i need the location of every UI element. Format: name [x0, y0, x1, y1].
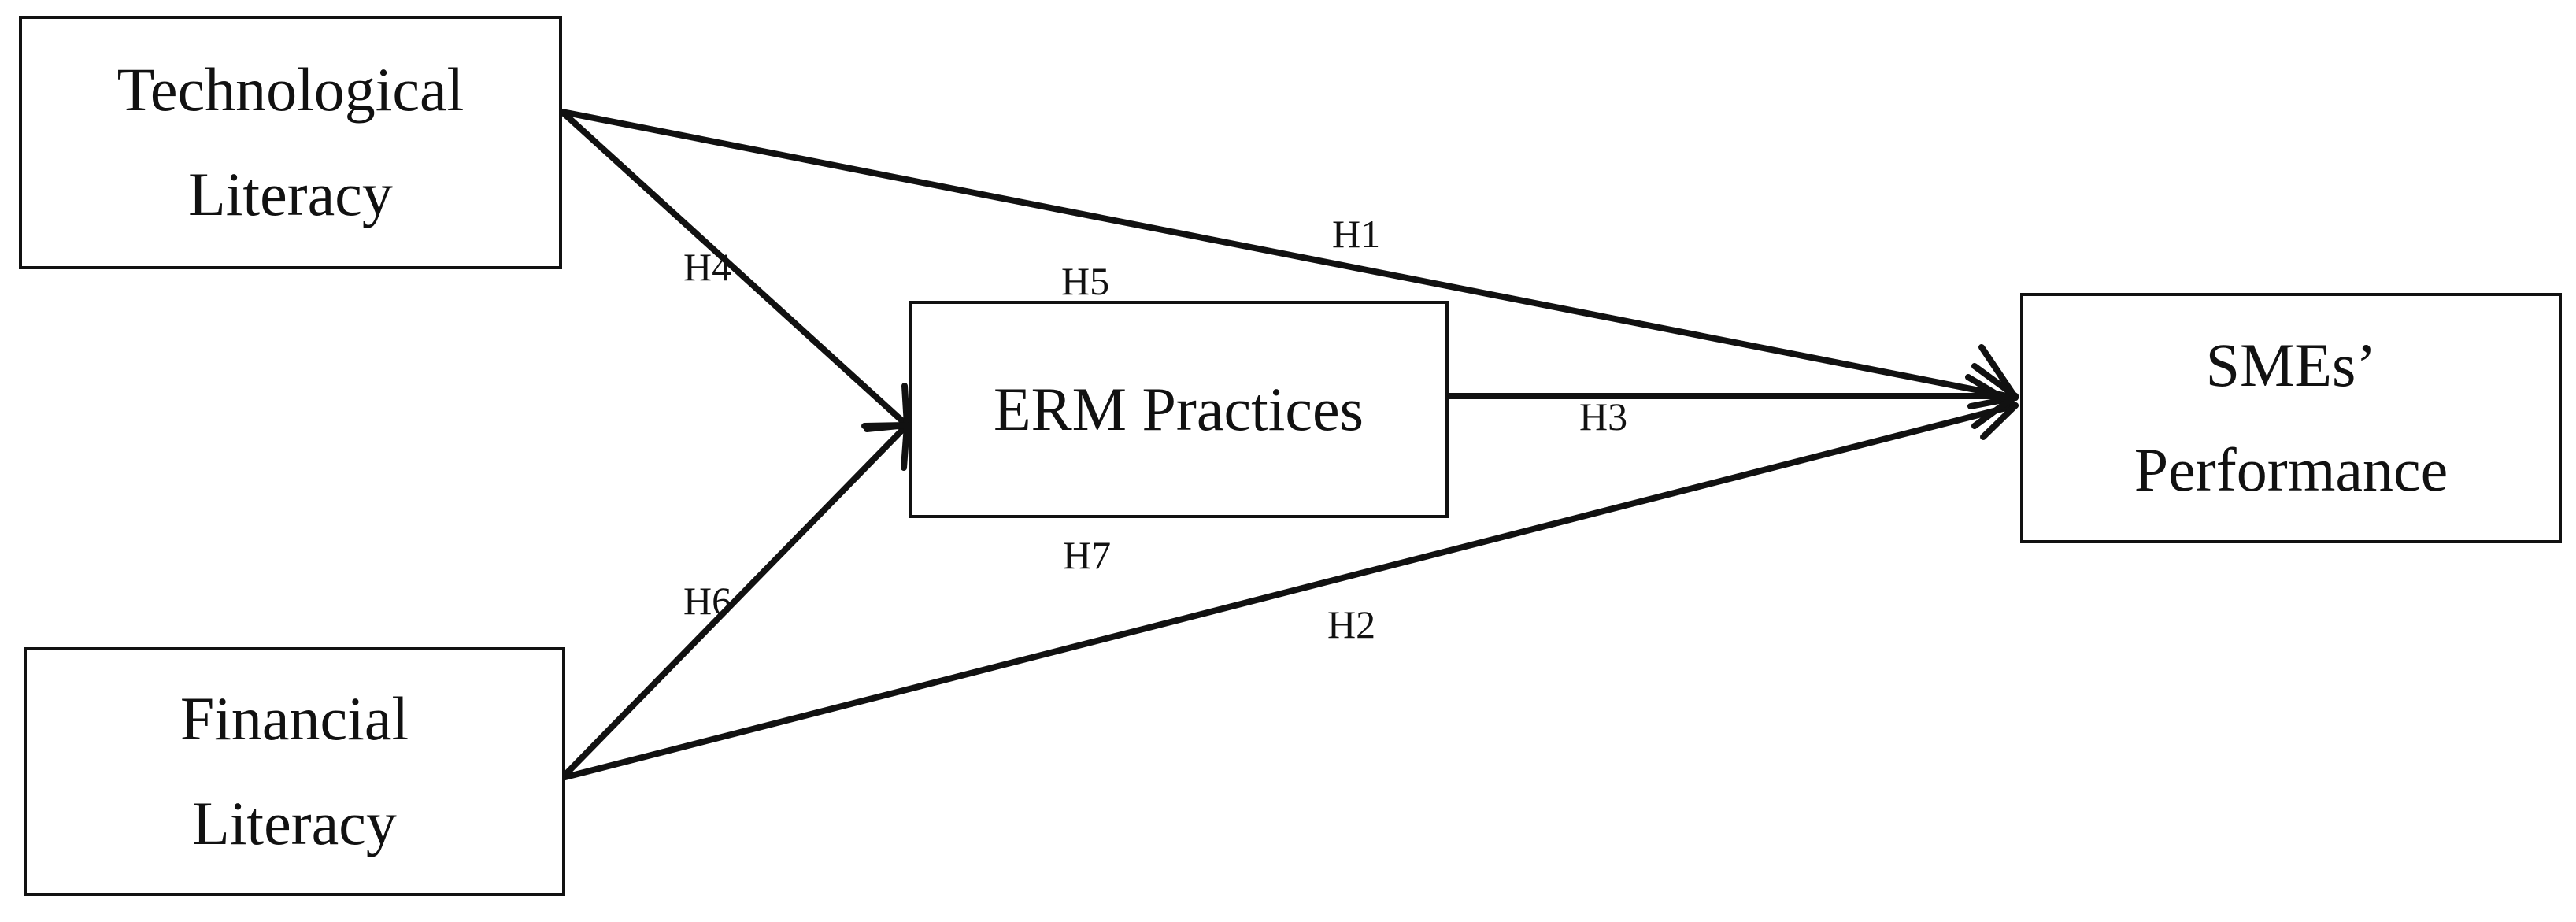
- technological-literacy-line2: Literacy: [188, 160, 393, 228]
- hypothesis-label-h3: H3: [1579, 394, 1628, 439]
- arrowhead-h2: [1965, 374, 2019, 440]
- hypothesis-label-h5: H5: [1061, 259, 1110, 303]
- financial-literacy-box: Financial Literacy: [24, 647, 565, 896]
- financial-literacy-line1: Financial: [180, 684, 409, 754]
- erm-practices-label: ERM Practices: [993, 374, 1364, 443]
- hypothesis-label-h2: H2: [1327, 602, 1376, 646]
- arrow-h4: [559, 109, 910, 428]
- technological-literacy-box: Technological Literacy: [19, 16, 562, 269]
- hypothesis-label-h4: H4: [683, 245, 732, 289]
- erm-practices-box: ERM Practices: [909, 301, 1449, 518]
- hypothesis-label-h6: H6: [683, 579, 732, 623]
- arrowhead-h3: [1971, 363, 2019, 429]
- hypothesis-label-h1: H1: [1332, 212, 1381, 256]
- smes-performance-line1: SMEs’: [2205, 331, 2377, 400]
- smes-performance-line2: Performance: [2134, 435, 2448, 504]
- hypothesis-label-h7: H7: [1063, 533, 1112, 577]
- technological-literacy-line1: Technological: [117, 55, 464, 124]
- arrow-h1: [559, 109, 2019, 401]
- smes-performance-box: SMEs’ Performance: [2020, 293, 2562, 543]
- arrowhead-h6: [861, 422, 910, 471]
- arrow-h2: [559, 402, 2019, 781]
- arrow-h6: [559, 422, 910, 781]
- financial-literacy-line2: Literacy: [192, 789, 397, 857]
